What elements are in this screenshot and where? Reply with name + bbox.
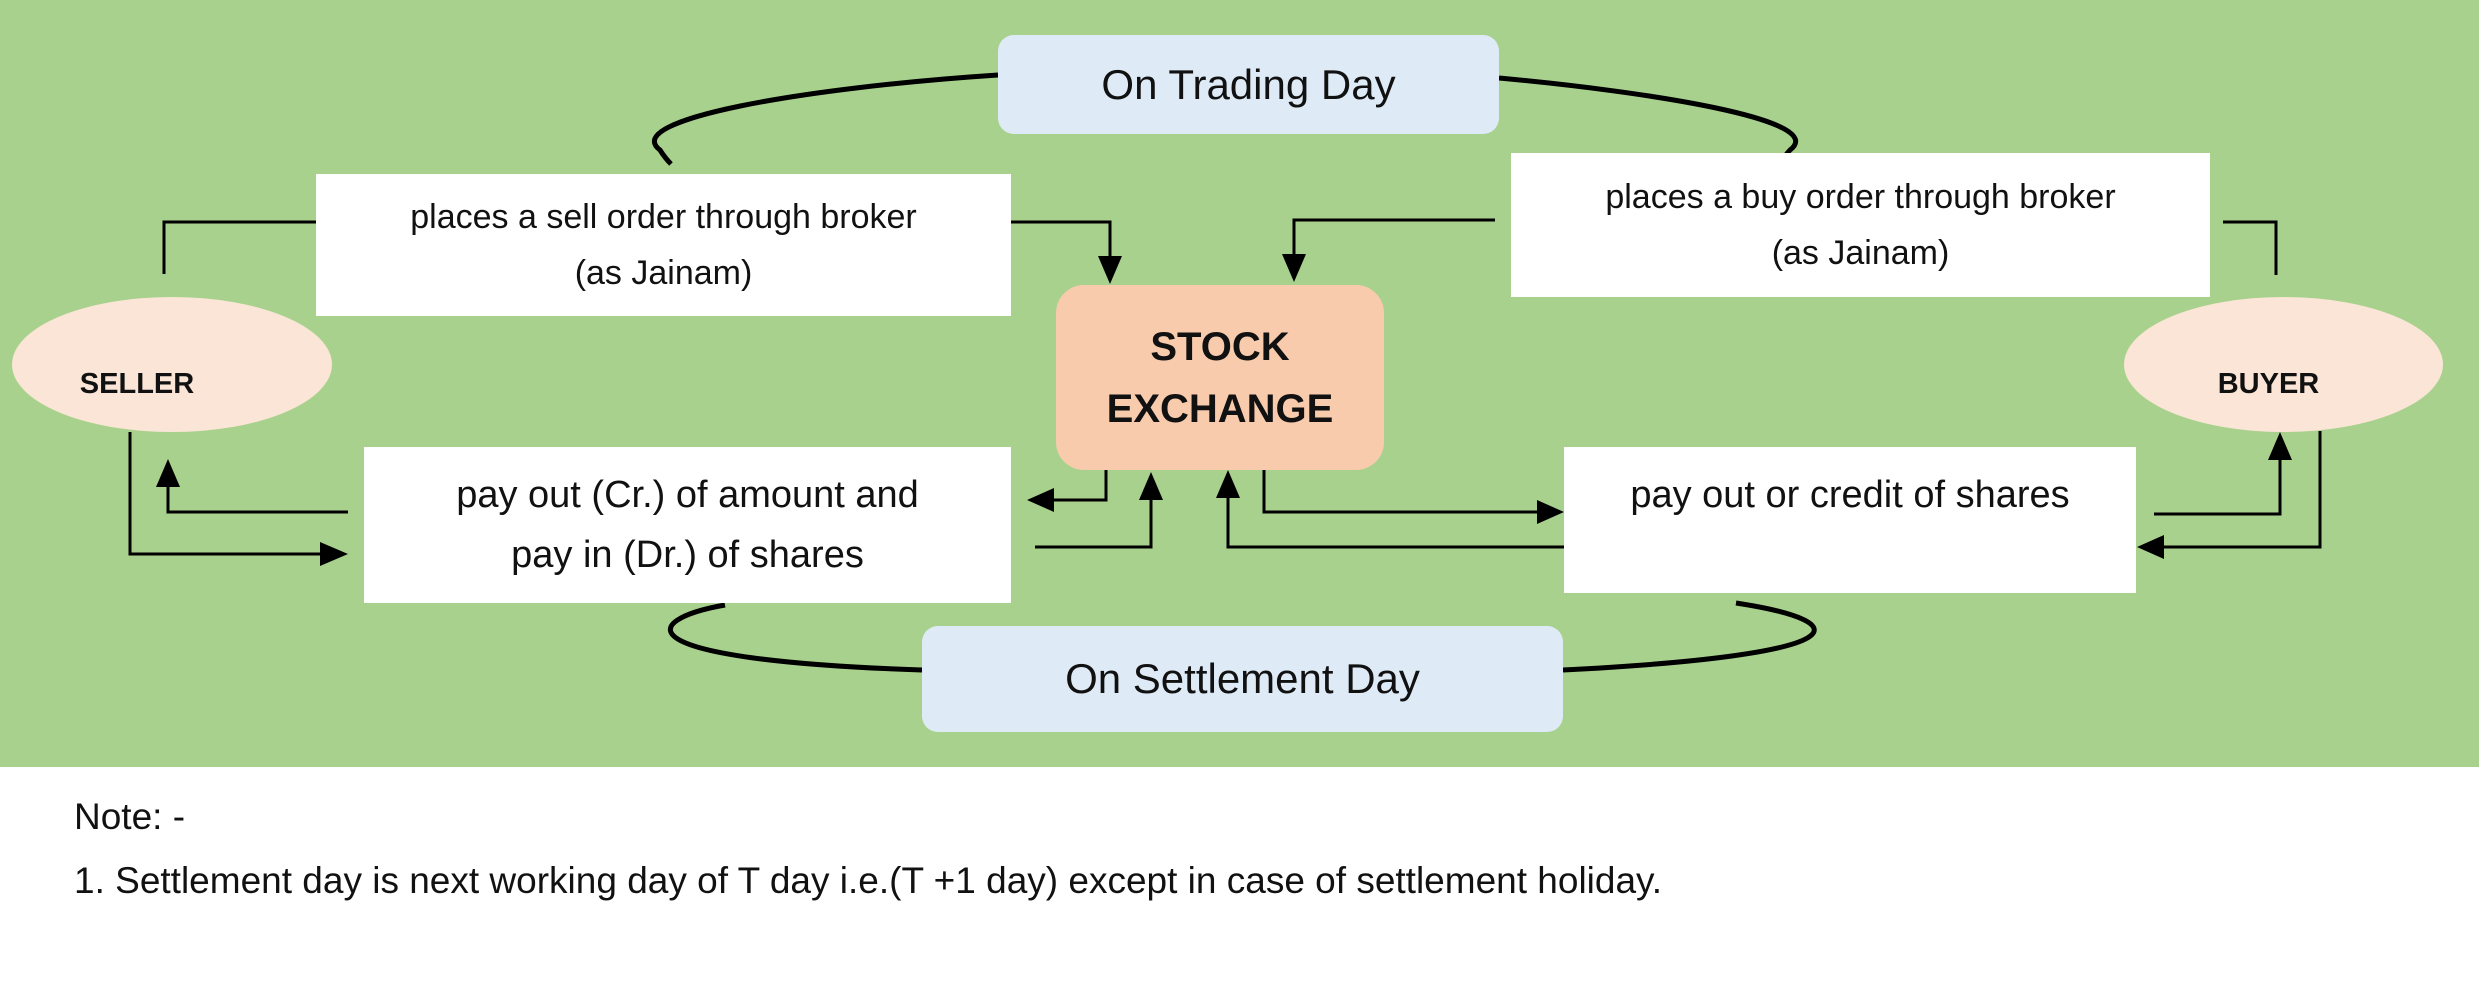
note-heading: Note: - (74, 796, 186, 837)
buy-order-to-exchange-line (1292, 218, 1495, 256)
payout-to-buyer-line (2154, 458, 2282, 516)
arrowhead (1537, 500, 1564, 524)
buyer-to-buy-order-line (2223, 220, 2278, 275)
arrowhead (1027, 488, 1054, 512)
seller-to-sell-order-line (162, 220, 316, 274)
buyer-node: BUYER (2124, 297, 2443, 432)
arrowhead (1139, 472, 1163, 500)
settlement-day-box: On Settlement Day (922, 626, 1563, 732)
buyer-label: BUYER (2217, 368, 2320, 400)
exchange-to-buyer-payout-line (1262, 467, 1537, 514)
stock-exchange-box: STOCK EXCHANGE (1056, 285, 1384, 470)
arrowhead (156, 459, 180, 487)
sell-order-to-exchange-line (1011, 220, 1112, 258)
arrowhead (1216, 470, 1240, 498)
seller-label: SELLER (79, 368, 195, 400)
settlement-curve-left (667, 602, 923, 673)
buy-order-broker: (as Jainam) (1771, 234, 1950, 272)
buyer-settlement-box: pay out or credit of shares (1564, 447, 2136, 593)
seller-node: SELLER (12, 297, 332, 432)
settlement-day-label: On Settlement Day (1065, 655, 1420, 702)
buy-order-box: places a buy order through broker (as Ja… (1511, 153, 2210, 297)
sell-order-box: places a sell order through broker (as J… (316, 174, 1011, 316)
trading-day-box: On Trading Day (998, 35, 1499, 134)
exchange-label-line1: STOCK (1150, 324, 1290, 369)
exchange-label-line2: EXCHANGE (1106, 386, 1334, 431)
trading-curve-left (651, 72, 999, 166)
payout-to-seller-line (166, 486, 348, 514)
buyer-payin-to-exchange-line (1226, 496, 1564, 549)
buy-order-text: places a buy order through broker (1605, 178, 2116, 216)
seller-settlement-line1: pay out (Cr.) of amount and (456, 474, 919, 516)
seller-settlement-line2: pay in (Dr.) of shares (511, 534, 864, 576)
exchange-to-seller-payout-line (1052, 470, 1108, 502)
arrowhead (1282, 254, 1306, 282)
arrowhead (320, 542, 348, 566)
seller-settlement-box: pay out (Cr.) of amount and pay in (Dr.)… (364, 447, 1011, 603)
arrowhead (1098, 256, 1122, 284)
buyer-settlement-text: pay out or credit of shares (1630, 474, 2070, 516)
trading-day-label: On Trading Day (1101, 60, 1396, 108)
arrowhead (2268, 432, 2292, 460)
sell-order-broker: (as Jainam) (574, 254, 753, 292)
arrowhead (2137, 535, 2164, 559)
seller-to-payin-line (128, 432, 322, 556)
buyer-to-payout-line (2164, 431, 2322, 549)
note-item: 1. Settlement day is next working day of… (74, 860, 1663, 901)
settlement-curve-right (1562, 600, 1817, 673)
seller-payin-to-exchange-line (1035, 498, 1153, 549)
sell-order-text: places a sell order through broker (410, 198, 917, 236)
